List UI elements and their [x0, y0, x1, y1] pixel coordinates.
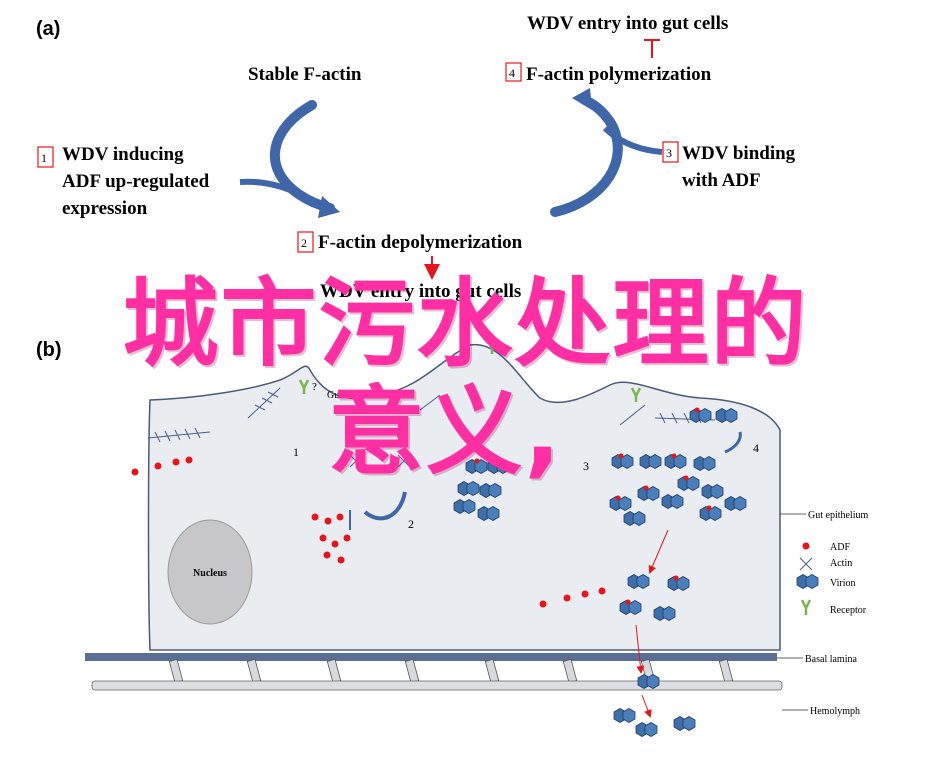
step2-label: F-actin depolymerization — [318, 232, 523, 253]
step4-label: F-actin polymerization — [526, 64, 712, 85]
step3-label: WDV binding with ADF — [682, 143, 800, 191]
step4-number: 4 — [509, 66, 515, 80]
gut-epithelium-label: Gut epithelium — [808, 510, 868, 521]
connector-arrow-step3 — [602, 125, 663, 155]
step2-box — [297, 231, 314, 253]
b-step4: 4 — [753, 441, 759, 455]
b-curve-arrow-4 — [724, 431, 742, 454]
bottom-entry-label: WDV entry into gut cells — [320, 281, 521, 302]
overlay-line-2: 意义, — [328, 376, 563, 488]
b-step2: 2 — [408, 517, 414, 531]
transport-arrow-3 — [641, 694, 652, 718]
panel-b-label: (b) — [36, 339, 62, 361]
step1-label: WDV inducing ADF up-regulated expression — [62, 144, 214, 219]
stable-factin-label: Stable F-actin — [248, 64, 362, 85]
gut-epithelium-cell — [147, 343, 781, 651]
nucleus-label: Nucleus — [193, 568, 227, 579]
inhibition-arrow — [644, 39, 660, 58]
step3-box — [662, 141, 679, 163]
receptor-icon — [800, 599, 812, 615]
connector-arrow-step1 — [239, 178, 320, 207]
step1-box — [37, 146, 54, 168]
b-step3: 3 — [583, 459, 589, 473]
legend-adf-label: ADF — [830, 542, 850, 553]
virion-adf-dots — [474, 407, 712, 605]
step4-box — [505, 62, 522, 82]
adf-dots — [131, 456, 606, 608]
basal-membrane-bar — [91, 680, 783, 691]
overlay-line-1: 城市污水处理的 — [122, 268, 809, 380]
legend-virion-label: Virion — [830, 578, 856, 589]
cycle-arrow-right — [550, 88, 623, 217]
step3-number: 3 — [666, 146, 672, 160]
step1-number: 1 — [41, 151, 47, 165]
top-entry-label: WDV entry into gut cells — [527, 13, 728, 34]
b-step1: 1 — [293, 445, 299, 459]
receptors — [298, 339, 642, 446]
b-curve-arrow-2 — [363, 491, 407, 521]
transport-arrow-2 — [635, 624, 645, 674]
gut-lumen-label: Gut lumen — [327, 390, 370, 401]
overlay-caption: 城市污水处理的 意义, — [0, 270, 931, 486]
step2-number: 2 — [301, 236, 307, 250]
panel-a-label: (a) — [36, 18, 60, 40]
question-mark: ? — [312, 381, 317, 393]
basal-lamina-label: Basal lamina — [805, 654, 857, 665]
virion-icon — [796, 574, 819, 589]
actin-cross-icon — [799, 557, 813, 571]
legend-receptor-label: Receptor — [830, 605, 867, 616]
nucleus — [167, 519, 253, 625]
basal-lamina — [85, 653, 777, 661]
legend: ADF Actin Virion Receptor — [796, 542, 867, 616]
legend-actin-label: Actin — [830, 558, 852, 569]
hemolymph-label: Hemolymph — [810, 706, 860, 717]
transport-arrow-1 — [648, 529, 669, 574]
adf-dot-icon — [802, 542, 810, 550]
